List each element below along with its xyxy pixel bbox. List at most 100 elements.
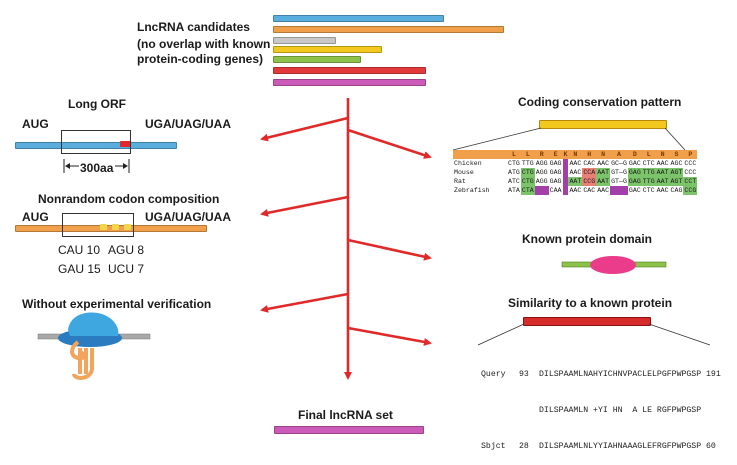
candidates-title-line-3: protein-coding genes) bbox=[137, 52, 263, 66]
long-orf-length: 300aa bbox=[80, 161, 114, 175]
aa-cell: N bbox=[568, 150, 583, 159]
final-bar bbox=[274, 426, 424, 434]
final-title: Final lncRNA set bbox=[298, 408, 393, 422]
codon-cell: AAT bbox=[655, 177, 670, 186]
codon-cell: CTC bbox=[642, 160, 655, 167]
codon-cell: GAC bbox=[628, 187, 641, 194]
aa-cell: N bbox=[655, 150, 670, 159]
codon-cell: CTA bbox=[520, 186, 535, 195]
candidates-title-line-1: LncRNA candidates bbox=[137, 20, 250, 34]
codon-cell: AGG bbox=[535, 160, 548, 167]
codon-cell bbox=[562, 168, 569, 177]
arrow-to-similarity bbox=[347, 326, 432, 346]
long-orf-stop-codons: UGA/UAG/UAA bbox=[145, 117, 231, 131]
candidate-bar-7 bbox=[273, 79, 426, 86]
codon-cell: AGG bbox=[535, 178, 548, 185]
domain-ellipse bbox=[590, 256, 636, 274]
codon-mark-1 bbox=[100, 224, 107, 230]
long-orf-stop-mark bbox=[120, 141, 131, 147]
codon-cell: AAT bbox=[568, 177, 583, 186]
codon-cell: TTG bbox=[641, 168, 656, 177]
experimental-title: Without experimental verification bbox=[22, 297, 212, 311]
codon-cell: GC—G bbox=[611, 160, 627, 167]
species-label: Chicken bbox=[454, 160, 482, 167]
aa-cell: N bbox=[596, 150, 611, 159]
codon-mark-2 bbox=[112, 224, 119, 230]
species-label: Rat bbox=[454, 178, 466, 185]
codon-composition-title: Nonrandom codon composition bbox=[38, 192, 220, 206]
codon-count-agu: AGU 8 bbox=[108, 243, 145, 257]
ribosome-illustration bbox=[37, 312, 151, 380]
codon-count-cau: CAU 10 bbox=[58, 243, 101, 257]
codon-transcript bbox=[15, 225, 207, 232]
codon-cell: AAT bbox=[596, 177, 611, 186]
similarity-transcript bbox=[523, 317, 651, 326]
amino-acid-row: L L R E K N H N A D L N S P bbox=[453, 150, 698, 159]
long-orf-title: Long ORF bbox=[68, 97, 126, 111]
candidates-title-line-2: (no overlap with known bbox=[137, 37, 271, 51]
arrow-to-experimental bbox=[260, 292, 349, 313]
codon-cell: GAG bbox=[549, 178, 562, 185]
codon-cell: ATA bbox=[508, 187, 520, 194]
codon-cell bbox=[562, 159, 569, 168]
aa-cell: R bbox=[534, 150, 549, 159]
codon-cell: GAG bbox=[627, 177, 642, 186]
species-row-chicken: Chicken CTG TTG AGG GAG AAC CAC AAC GC—G… bbox=[453, 159, 697, 168]
codon-cell: ATC bbox=[508, 178, 520, 185]
candidate-bar-2 bbox=[273, 26, 504, 33]
long-orf-transcript bbox=[15, 142, 177, 149]
codon-cell: AAC bbox=[656, 160, 669, 167]
codon-cell: CTC bbox=[642, 187, 655, 194]
candidate-bar-6 bbox=[273, 67, 426, 74]
codon-cell: AAC bbox=[597, 160, 610, 167]
peptide-chain bbox=[70, 340, 94, 380]
codon-cell: CAC bbox=[583, 187, 596, 194]
aa-cell: L bbox=[520, 150, 535, 159]
codon-cell: GT—G bbox=[611, 169, 627, 176]
codon-cell: GAG bbox=[627, 168, 642, 177]
codon-cell: AAC bbox=[569, 187, 582, 194]
long-orf-start-codon: AUG bbox=[22, 117, 49, 131]
codon-cell: CTG bbox=[520, 177, 535, 186]
codon-cell: GAC bbox=[628, 160, 641, 167]
codon-stop-codons: UGA/UAG/UAA bbox=[145, 210, 231, 224]
codon-cell: AAC bbox=[569, 160, 582, 167]
aa-cell: A bbox=[610, 150, 628, 159]
codon-alignment-table: L L R E K N H N A D L N S P Chicken CTG … bbox=[453, 150, 698, 195]
codon-cell: GT—G bbox=[611, 178, 627, 185]
domain-title: Known protein domain bbox=[522, 232, 652, 246]
codon-cell: CTG bbox=[520, 168, 535, 177]
codon-cell: ATG bbox=[508, 169, 520, 176]
codon-count-gau: GAU 15 bbox=[58, 262, 101, 276]
species-row-mouse: Mouse ATG CTG AGG GAG AAC CCA AAT GT—G G… bbox=[453, 168, 697, 177]
arrow-to-conservation bbox=[347, 128, 432, 159]
codon-cell: AGT bbox=[669, 177, 684, 186]
codon-cell: AAC bbox=[656, 187, 669, 194]
aa-cell: K bbox=[562, 150, 569, 159]
codon-cell bbox=[534, 186, 549, 195]
arrow-to-protein-domain bbox=[347, 238, 432, 261]
conservation-transcript bbox=[539, 120, 667, 129]
codon-cell: AAT bbox=[596, 168, 611, 177]
long-orf-box bbox=[61, 130, 131, 154]
codon-cell: CAC bbox=[583, 160, 596, 167]
length-arrow bbox=[63, 159, 130, 173]
arrow-to-long-orf bbox=[260, 116, 349, 142]
codon-cell: GAG bbox=[549, 160, 562, 167]
ribosome-large-subunit bbox=[68, 312, 119, 336]
aa-cell: H bbox=[582, 150, 597, 159]
conservation-title: Coding conservation pattern bbox=[518, 95, 682, 109]
codon-cell: CCG bbox=[582, 177, 597, 186]
codon-cell: CAA bbox=[549, 187, 562, 194]
codon-cell: CCC bbox=[684, 169, 697, 176]
codon-cell: CAG bbox=[670, 187, 683, 194]
codon-cell: CCT bbox=[683, 177, 698, 186]
codon-cell: AAC bbox=[569, 169, 582, 176]
codon-count-ucu: UCU 7 bbox=[108, 262, 145, 276]
aa-cell: E bbox=[548, 150, 563, 159]
aa-cell: P bbox=[683, 150, 698, 159]
codon-cell: AGT bbox=[669, 168, 684, 177]
